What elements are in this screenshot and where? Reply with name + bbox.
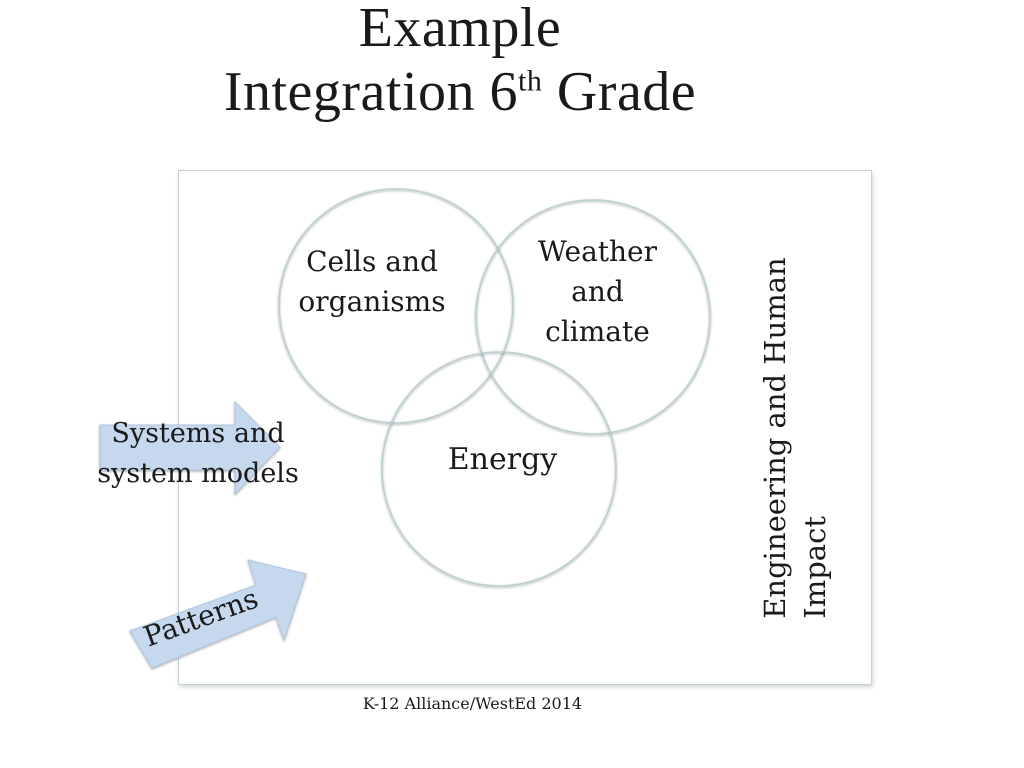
engineering-label-line-2: Impact: [798, 516, 832, 619]
systems-label: Systems and system models: [88, 414, 308, 494]
cells-label-line-2: organisms: [298, 285, 446, 318]
systems-label-line-2: system models: [97, 458, 299, 489]
weather-label-line-2: and: [571, 275, 624, 308]
engineering-side-label-text: Engineering and Human Impact: [755, 257, 835, 618]
footer-credit: K-12 Alliance/WestEd 2014: [362, 694, 583, 713]
title-line-2: Integration 6th Grade: [0, 64, 920, 120]
cells-label-line-1: Cells and: [306, 245, 438, 278]
weather-label-line-1: Weather: [538, 235, 657, 268]
title-line-1: Example: [358, 0, 562, 59]
title-line-2-main: Integration 6: [223, 61, 519, 123]
cells-label: Cells and organisms: [287, 242, 457, 322]
energy-label: Energy: [447, 442, 558, 477]
systems-arrow-shape: [99, 400, 281, 496]
weather-circle: [475, 199, 711, 435]
systems-label-line-1: Systems and: [111, 418, 285, 449]
engineering-label-line-1: Engineering and Human: [758, 257, 792, 619]
weather-label-line-3: climate: [545, 315, 650, 348]
title-superscript: th: [518, 64, 543, 98]
cells-circle: [278, 188, 514, 424]
weather-label: Weather and climate: [515, 232, 680, 352]
title-line-2-end: Grade: [542, 61, 697, 123]
energy-circle: [381, 351, 617, 587]
patterns-arrow-shape: [129, 559, 307, 669]
